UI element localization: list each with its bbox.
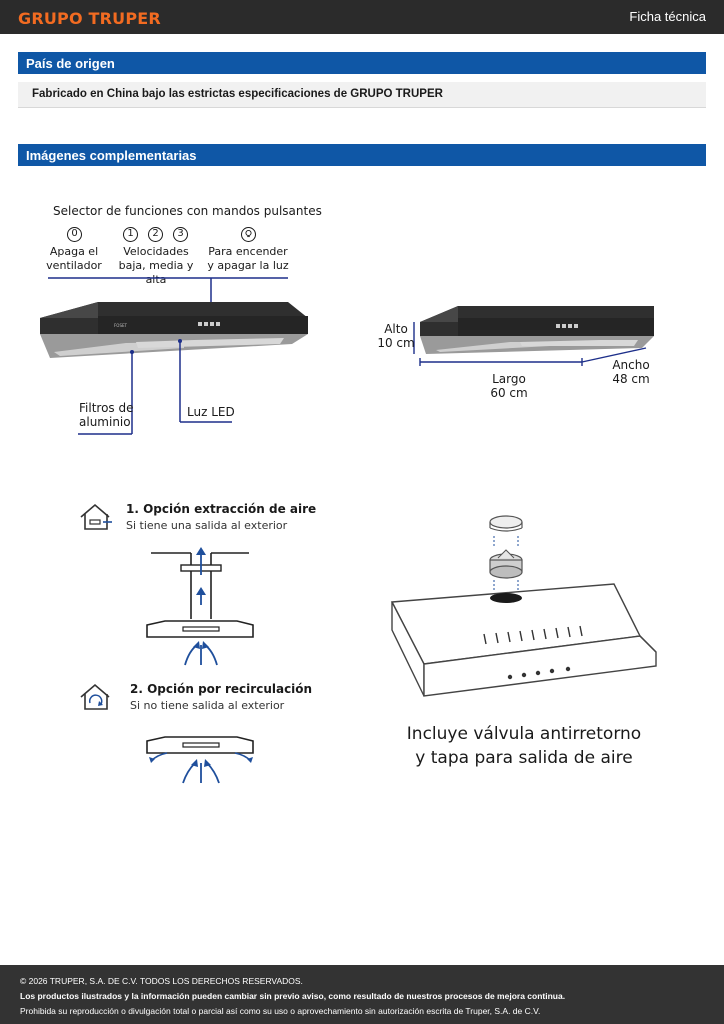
footer-legal: Prohibida su reproducción o divulgación … — [20, 1006, 541, 1016]
house-recirculation-icon — [80, 683, 110, 710]
light-label-line1: Para encender — [208, 245, 288, 258]
off-label-line2: ventilador — [46, 259, 102, 272]
extraction-diagram — [146, 547, 254, 666]
off-label-line1: Apaga el — [49, 245, 99, 258]
extraction-title: 1. Opción extracción de aire — [126, 502, 317, 516]
speed-2-icon: 2 — [148, 227, 163, 242]
light-label-line2: y apagar la luz — [207, 259, 289, 272]
speed-1-icon: 1 — [123, 227, 138, 242]
valve-caption-line1: Incluye válvula antirretorno — [406, 724, 642, 744]
hood-brand-text: FOSET — [114, 323, 128, 328]
width-value: 48 cm — [612, 372, 650, 386]
section-images-title: Imágenes complementarias — [18, 144, 706, 166]
backdraft-valve-figure — [390, 515, 657, 697]
width-label: Ancho 48 cm — [608, 358, 654, 386]
origin-text: Fabricado en China bajo las estrictas es… — [18, 82, 706, 108]
filters-label-line2: aluminio — [79, 415, 131, 429]
speed-label-line1: Velocidades — [123, 245, 189, 258]
speed-3-icon: 3 — [173, 227, 188, 242]
extraction-subtitle: Si tiene una salida al exterior — [126, 519, 288, 532]
height-label-text: Alto — [384, 322, 408, 336]
height-value: 10 cm — [377, 336, 415, 350]
valve-caption: Incluye válvula antirretorno y tapa para… — [392, 722, 656, 770]
document-type: Ficha técnica — [629, 9, 706, 24]
length-label: Largo 60 cm — [484, 372, 534, 400]
width-label-text: Ancho — [612, 358, 650, 372]
speed-label: Velocidades baja, media y alta — [108, 245, 204, 287]
range-hood-dimensions-figure — [413, 306, 654, 366]
light-bulb-icon — [241, 227, 256, 242]
range-hood-controls-figure: FOSET — [40, 277, 308, 435]
length-label-text: Largo — [492, 372, 526, 386]
off-label: Apaga el ventilador — [44, 245, 104, 273]
house-exhaust-icon — [80, 503, 112, 530]
brand-logo: GRUPO TRUPER — [18, 9, 161, 28]
recirculation-subtitle: Si no tiene salida al exterior — [130, 699, 285, 712]
footer-notice: Los productos ilustrados y la informació… — [20, 991, 566, 1001]
header-bar: GRUPO TRUPER Ficha técnica — [0, 0, 724, 34]
recirculation-title: 2. Opción por recirculación — [130, 682, 313, 696]
valve-caption-line2: y tapa para salida de aire — [415, 748, 633, 768]
light-label: Para encender y apagar la luz — [206, 245, 290, 273]
length-value: 60 cm — [490, 386, 528, 400]
footer-copyright: © 2026 TRUPER, S.A. DE C.V. TODOS LOS DE… — [20, 976, 303, 986]
section-origin-title: País de origen — [18, 52, 706, 74]
footer: © 2026 TRUPER, S.A. DE C.V. TODOS LOS DE… — [0, 965, 724, 1024]
filters-label: Filtros de aluminio — [79, 401, 133, 429]
recirculation-diagram — [146, 736, 254, 784]
speed-label-line2: baja, media y alta — [118, 259, 194, 286]
height-label: Alto 10 cm — [376, 322, 416, 350]
controls-title: Selector de funciones con mandos pulsant… — [53, 204, 322, 218]
bulb-glyph — [244, 229, 252, 238]
off-button-icon: 0 — [67, 227, 82, 242]
led-label: Luz LED — [187, 405, 235, 419]
filters-label-line1: Filtros de — [79, 401, 134, 415]
